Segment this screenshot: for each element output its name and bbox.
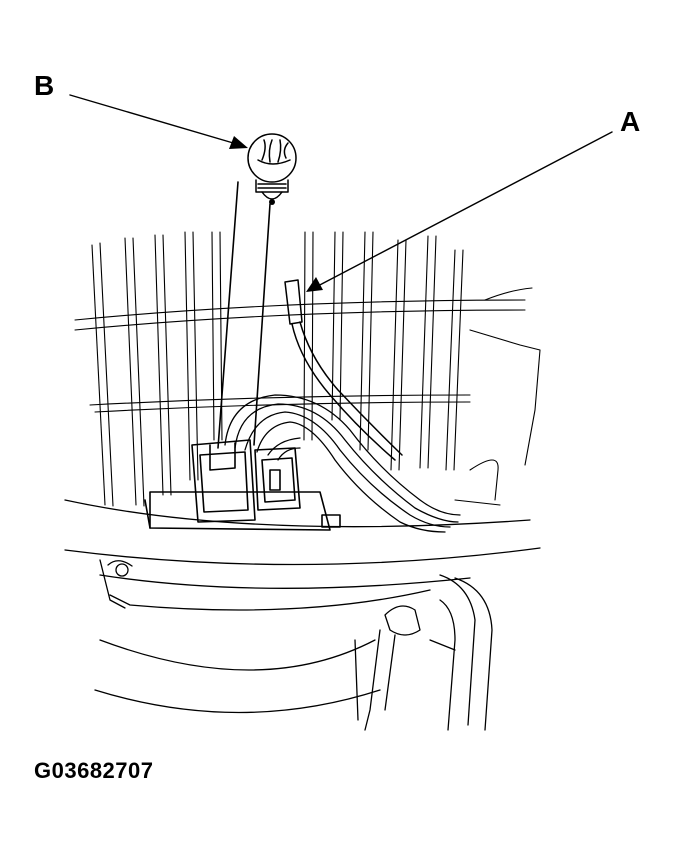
connector-block [145, 440, 340, 530]
terminal-a [285, 280, 402, 460]
bulb-contact [269, 199, 275, 205]
test-bulb [248, 134, 296, 199]
figure-code: G03682707 [34, 758, 154, 783]
motor-housing [65, 500, 540, 730]
callout-label-a: A [620, 106, 641, 137]
leader-arrowhead-b [229, 136, 248, 149]
leader-lines [70, 95, 612, 288]
leader-arrowhead-a [306, 277, 323, 292]
test-lead [218, 182, 270, 448]
callout-label-b: B [34, 70, 55, 101]
fan-cage [75, 232, 540, 506]
wire-harness [225, 395, 460, 532]
